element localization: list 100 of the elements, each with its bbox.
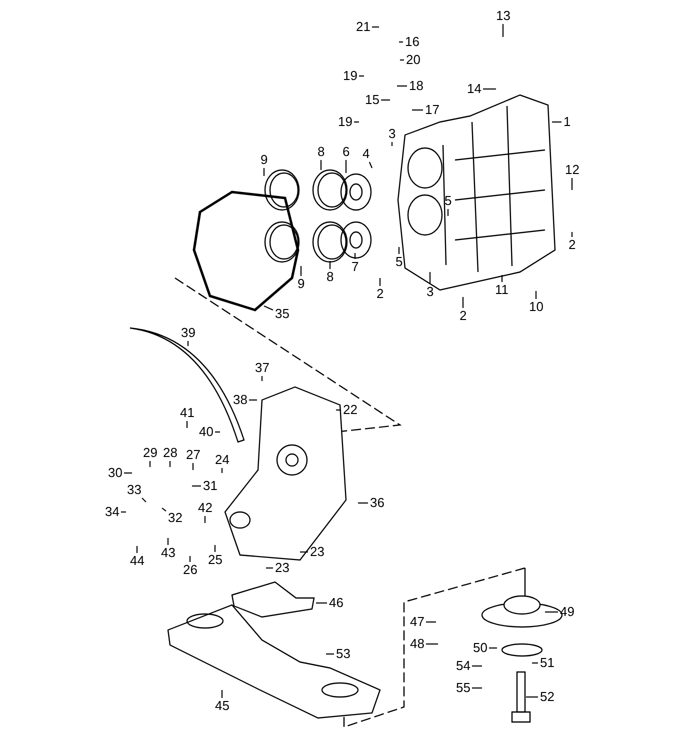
callout-number: 38 [233,393,248,407]
callout-number: 52 [540,690,554,704]
leader-line [397,85,407,87]
leader-line [329,261,331,269]
leader-line [263,168,265,176]
leader-line [215,431,220,433]
callout-number: 41 [180,406,194,420]
callout-number: 14 [467,82,482,96]
callout-number: 19 [343,69,358,83]
leader-line [447,209,449,216]
leader-line [264,306,274,310]
leader-line [354,121,359,123]
callout-number: 36 [370,496,384,510]
callout-number: 8 [326,270,334,284]
leader-line [381,99,390,101]
callout-number: 54 [456,659,470,673]
leader-line [326,653,334,655]
callout-number: 8 [318,145,325,159]
callout-number: 33 [127,483,142,497]
callout-number: 45 [215,699,230,713]
callout-number: 47 [410,615,424,629]
leader-line [426,621,436,623]
leader-line [368,162,372,168]
leader-line [320,160,322,170]
callout-number: 34 [105,505,120,519]
callout-number: 23 [275,561,290,575]
callout-number: 5 [444,194,452,208]
leader-line [192,485,201,487]
leader-line [214,545,216,552]
leader-line [142,498,146,502]
callout-number: 22 [343,403,358,417]
callout-number: 12 [565,163,580,177]
callout-number: 39 [181,326,196,340]
callout-number: 9 [260,153,268,167]
leader-line [136,546,138,553]
callout-number: 3 [388,127,396,141]
callout-number: 2 [376,287,384,301]
callout-number: 25 [208,553,222,567]
leader-line [398,247,400,254]
leader-line [412,109,423,111]
leader-line [502,24,504,37]
callout-number: 15 [365,93,380,107]
leader-line [426,643,438,645]
leader-line [472,687,482,689]
callout-number: 30 [108,466,122,480]
leader-line [300,551,308,553]
callout-number: 11 [495,283,508,297]
callout-number: 19 [338,115,352,129]
callout-number: 32 [168,511,182,525]
leader-line [526,696,538,698]
leader-line [379,278,381,286]
callout-number: 50 [473,641,488,655]
leader-line [336,409,341,411]
leader-line [167,538,169,545]
callout-number: 27 [186,448,200,462]
leader-line [221,468,223,473]
callout-number: 3 [426,285,434,299]
leader-line [545,611,558,613]
callout-number: 9 [298,277,305,291]
callout-number: 21 [356,20,370,34]
leader-line [472,665,482,667]
callout-number: 13 [496,9,510,23]
callout-number: 49 [560,605,574,619]
leader-line [186,421,188,428]
leader-line [261,376,263,381]
leader-line [169,461,171,467]
leader-line [249,399,257,401]
leader-line [266,567,273,569]
callout-number: 24 [215,453,230,467]
callout-number: 2 [460,309,467,323]
leader-line [221,690,223,698]
callout-number: 43 [161,546,176,560]
leader-line [391,142,393,146]
leader-line [204,516,206,523]
leader-line [489,647,497,649]
callout-number: 46 [329,596,344,610]
leader-line [316,602,327,604]
callout-number: 2 [568,238,576,252]
callout-number: 20 [406,53,420,67]
callout-number: 37 [255,361,270,375]
callout-number: 53 [336,647,350,661]
callout-number: 5 [396,255,403,269]
leader-line [571,178,573,190]
callout-number: 6 [342,145,350,159]
callout-number: 48 [410,637,424,651]
leader-line [121,511,126,513]
callout-number: 28 [163,446,178,460]
callout-number: 1 [564,115,571,129]
leader-line [124,472,132,474]
leader-line [189,556,191,562]
callout-number: 17 [425,103,440,117]
callout-number: 51 [540,656,554,670]
leader-line [192,463,194,470]
callout-number: 16 [405,35,420,49]
leader-line [399,41,403,43]
callout-number: 26 [183,563,198,577]
leader-line [149,461,151,467]
callout-number: 29 [143,446,158,460]
leader-line [552,121,562,123]
leader-line [532,662,538,664]
